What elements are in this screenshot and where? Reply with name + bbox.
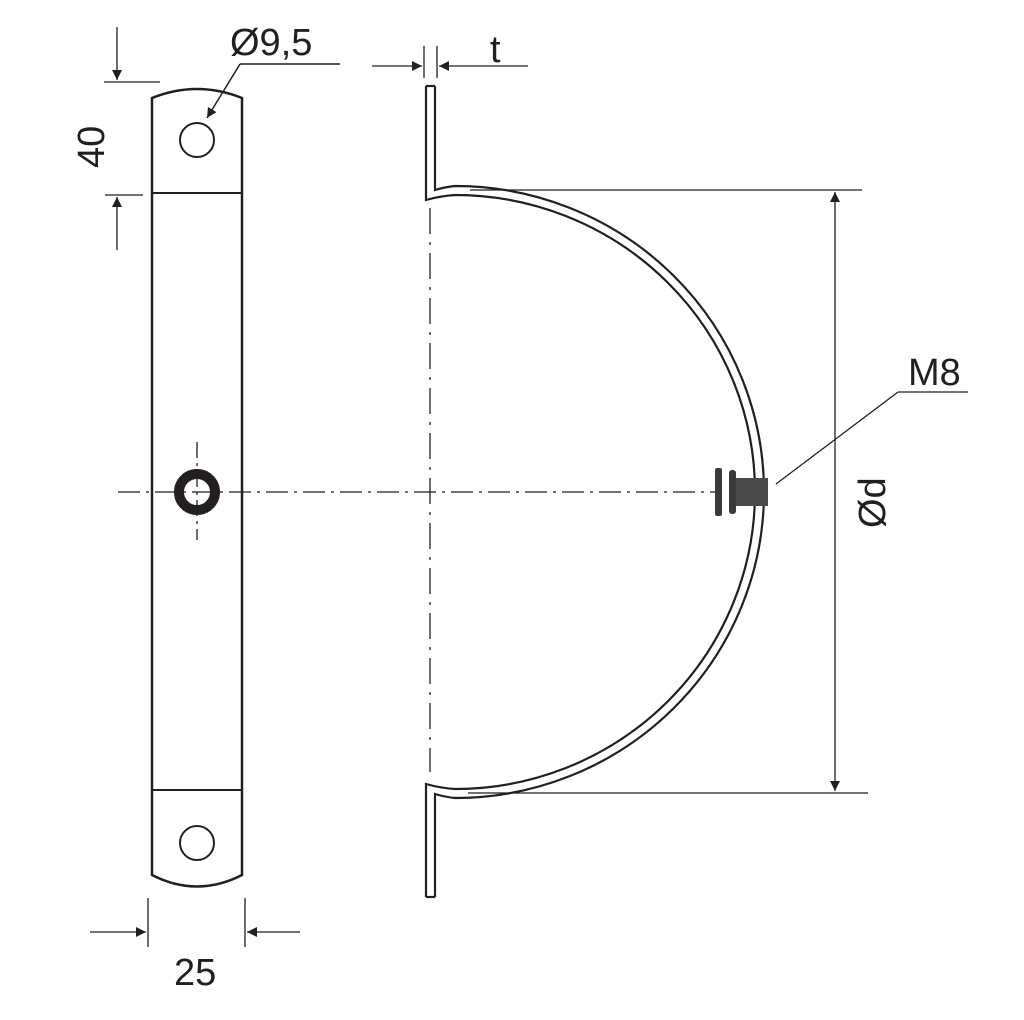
hole-leader-arrow — [206, 63, 241, 119]
pipe-diameter-label: Ød — [852, 477, 894, 528]
front-view: Ø9,5 40 25 — [71, 22, 340, 994]
nut-thread-label: M8 — [908, 352, 961, 394]
thickness-label: t — [490, 29, 501, 71]
strap-outline — [150, 87, 244, 888]
strap-width-label: 25 — [174, 952, 216, 994]
top-mounting-hole — [179, 122, 215, 158]
hole-diameter-label: Ø9,5 — [230, 22, 312, 64]
nut-washer — [715, 468, 722, 516]
side-view: M8 t Ød — [372, 29, 968, 899]
nut-body — [736, 478, 768, 506]
nut-leader-line — [775, 391, 899, 485]
nut-flange — [729, 470, 736, 514]
tab-length-label: 40 — [71, 126, 113, 168]
bottom-mounting-hole — [179, 825, 215, 861]
